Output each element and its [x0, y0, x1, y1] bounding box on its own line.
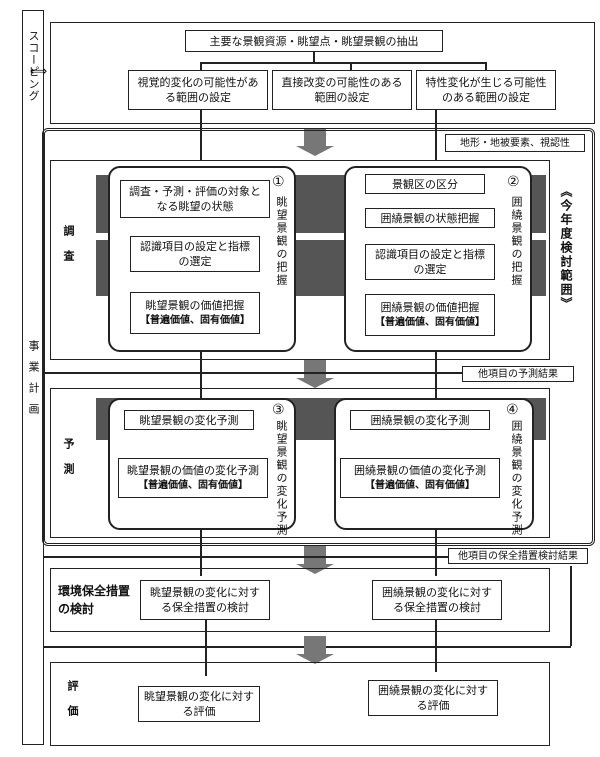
- evaluation-frame: [50, 662, 550, 746]
- conservation-left-box: 眺望景観の変化に対する保全措置の検討: [140, 580, 270, 620]
- flow-arrow-1: [296, 128, 334, 156]
- conservation-right-box: 囲繞景観の変化に対する保全措置の検討: [372, 580, 502, 620]
- survey-right-box-3: 認識項目の設定と指標の選定: [365, 244, 495, 280]
- scoping-top-box: 主要な景観資源・眺望点・眺望景観の抽出: [185, 30, 443, 52]
- survey-left-box-1: 調査・予測・評価の対象となる眺望の状態: [120, 180, 270, 218]
- prediction-right-num: ④: [506, 402, 519, 418]
- survey-right-box-4: 囲繞景観の価値把握 【普遍価値、固有価値】: [365, 294, 495, 336]
- project-plan-label: 事業計画: [27, 340, 40, 424]
- prediction-left-box-1: 眺望景観の変化予測: [124, 410, 254, 430]
- survey-right-box-2: 囲繞景観の状態把握: [365, 208, 495, 228]
- scoping-connector: [200, 62, 485, 64]
- evaluation-left-box: 眺望景観の変化に対する評価: [138, 686, 260, 722]
- other-prediction: 他項目の予測結果: [462, 366, 574, 382]
- conservation-frame: [50, 568, 550, 632]
- side-note: 地形・地被要素、視認性: [445, 134, 585, 152]
- survey-right-box-1: 景観区の区分: [365, 174, 485, 194]
- scoping-box-3: 特性変化が生じる可能性のある範囲の設定: [416, 70, 556, 110]
- survey-title: 調査: [62, 225, 75, 275]
- survey-left-box-3: 眺望景観の価値把握 【普遍価値、固有価値】: [130, 292, 260, 334]
- scoping-label: スコーピング: [27, 30, 40, 102]
- evaluation-right-box: 囲繞景観の変化に対する評価: [368, 680, 498, 716]
- prediction-frame: [50, 388, 550, 538]
- prediction-left-num: ③: [272, 402, 285, 418]
- prediction-right-label: 囲繞景観の変化予測: [510, 420, 523, 537]
- prediction-left-label: 眺望景観の変化予測: [275, 420, 288, 537]
- prediction-right-box-2: 囲繞景観の価値の変化予測 【普遍価値、固有価値】: [340, 458, 500, 498]
- flow-arrow-3: [296, 546, 334, 574]
- scoping-box-1: 視覚的変化の可能性がある範囲の設定: [128, 70, 268, 110]
- scoping-frame: [50, 22, 595, 124]
- flow-arrow-2: [296, 360, 334, 388]
- prediction-title: 予測: [62, 438, 75, 488]
- evaluation-title: 評価: [66, 680, 79, 730]
- flow-arrow-4: [296, 636, 334, 664]
- survey-right-num: ②: [507, 174, 520, 190]
- survey-left-label: 眺望景観の把握: [275, 196, 288, 287]
- other-conservation: 他項目の保全措置検討結果: [448, 548, 588, 564]
- current-year-frame: [42, 128, 595, 546]
- survey-left-box-2: 認識項目の設定と指標の選定: [130, 236, 260, 272]
- survey-left-num: ①: [272, 174, 285, 190]
- current-year-label: 《今年度検討範囲》: [559, 185, 573, 311]
- scoping-double-arrow: ⟺: [30, 64, 48, 78]
- prediction-left-box-2: 眺望景観の価値の変化予測 【普遍価値、固有価値】: [118, 458, 268, 498]
- scoping-box-2: 直接改変の可能性のある範囲の設定: [272, 70, 412, 110]
- conservation-title: 環境保全措置の検討: [58, 584, 131, 616]
- prediction-right-box-1: 囲繞景観の変化予測: [350, 410, 490, 430]
- survey-frame: [50, 160, 550, 360]
- survey-right-label: 囲繞景観の把握: [510, 196, 523, 287]
